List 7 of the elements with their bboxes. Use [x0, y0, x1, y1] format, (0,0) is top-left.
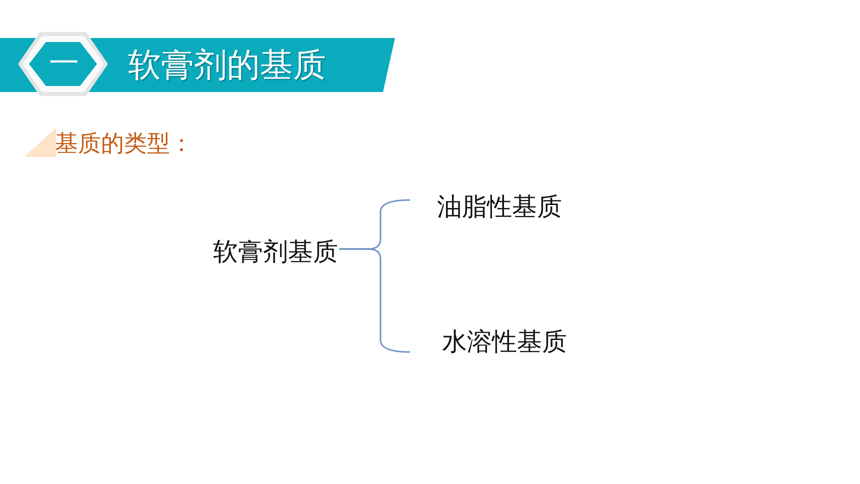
node-label: 水溶性基质 — [410, 327, 567, 357]
subtitle: 基质的类型： — [55, 130, 193, 159]
brace-connector — [339, 248, 410, 353]
node-label: 油脂性基质 — [410, 192, 562, 222]
node-label: 软膏剂基质 — [213, 237, 338, 267]
section-number: 一 — [49, 47, 77, 81]
slide-title: 软膏剂的基质 — [128, 44, 326, 86]
